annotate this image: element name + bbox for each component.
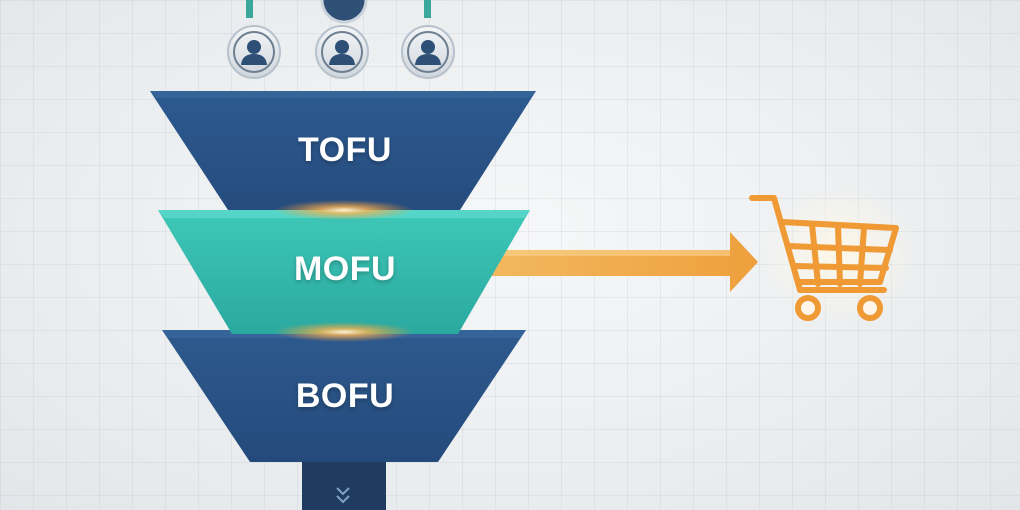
partial-avatar <box>320 0 368 24</box>
stage-label-tofu: TOFU <box>298 131 392 169</box>
funnel-stage-tofu <box>150 91 536 210</box>
funnel-stage-mofu <box>158 210 530 334</box>
glow-seam-bottom <box>274 322 414 342</box>
funnel-stage-bofu <box>162 330 526 510</box>
chevron-down-icon <box>336 487 350 504</box>
conversion-arrow <box>470 232 758 292</box>
person-icon <box>227 25 281 79</box>
top-connectors <box>246 0 431 24</box>
person-icon <box>315 25 369 79</box>
shopping-cart-icon <box>749 185 920 325</box>
glow-seam-top <box>274 200 414 220</box>
connector-left <box>246 0 253 18</box>
stage-label-mofu: MOFU <box>293 250 397 288</box>
connector-right <box>424 0 431 18</box>
audience-avatars <box>227 25 455 79</box>
stage-label-bofu: BOFU <box>295 377 395 415</box>
person-icon <box>401 25 455 79</box>
